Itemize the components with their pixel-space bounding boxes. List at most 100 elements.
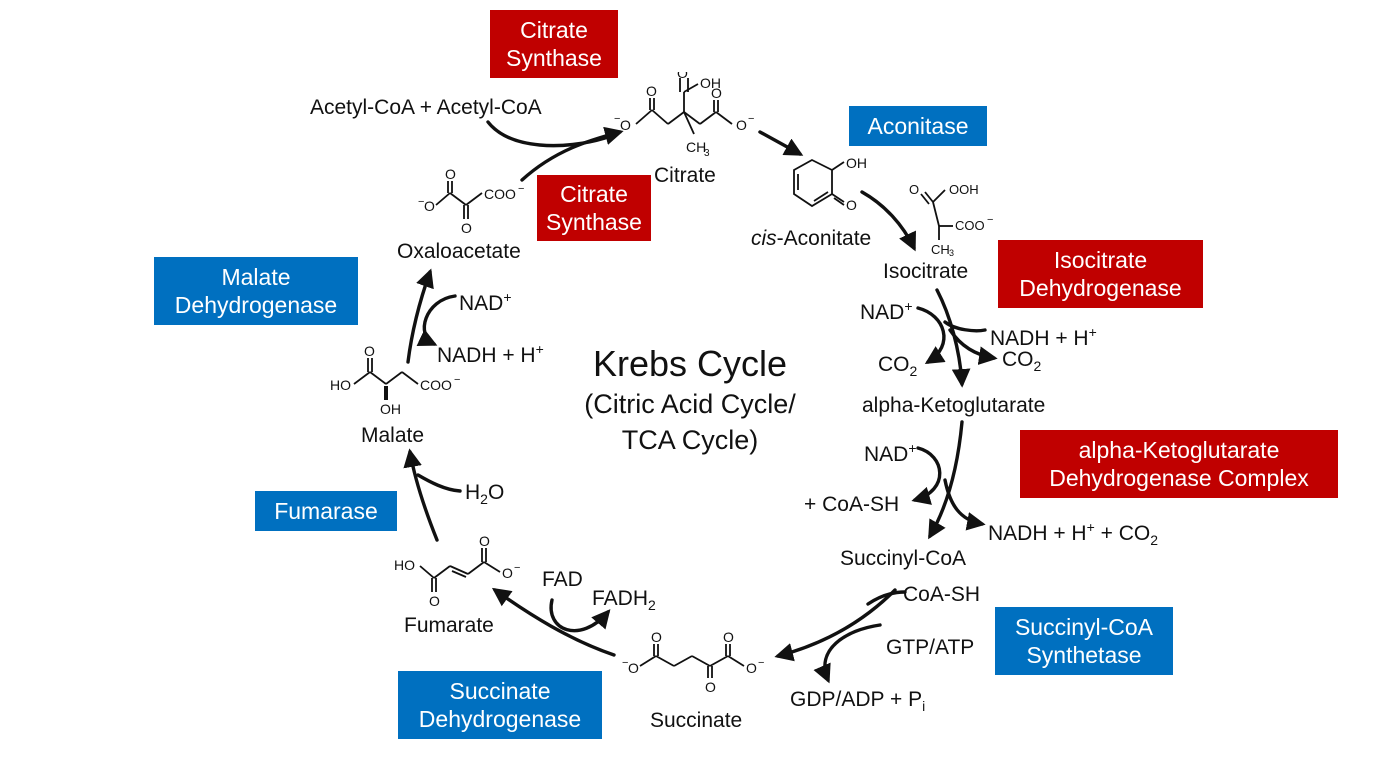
page-title: Krebs Cycle (Citric Acid Cycle/ TCA Cycl… xyxy=(540,342,840,458)
label-fumarate: Fumarate xyxy=(404,614,494,637)
enzyme-label-line1: Succinate xyxy=(449,678,551,704)
arrow-akg-nadh xyxy=(943,478,986,531)
label-nadh-akg: NADH + H+ + CO2 xyxy=(988,515,1158,552)
fumarate-structure: HO O O O − xyxy=(394,534,520,609)
o-mid-text: O xyxy=(705,679,716,695)
arrow-isocitrate-nad-co2 xyxy=(916,306,946,364)
enzyme-akg-dehydrogenase-complex: alpha-Ketoglutarate Dehydrogenase Comple… xyxy=(1020,430,1338,498)
neg-left: − xyxy=(418,196,424,208)
coo-text: COO xyxy=(420,377,452,393)
arrow-akg-nad-coash xyxy=(911,446,942,505)
enzyme-label-line2: Synthase xyxy=(506,45,602,71)
arrow-cis-aconitate-to-isocitrate xyxy=(860,190,916,252)
label-nadh-isocitrate: NADH + H+ xyxy=(990,320,1097,351)
enzyme-succinyl-coa-synthetase: Succinyl-CoA Synthetase xyxy=(995,607,1173,675)
fadh-text: FADH xyxy=(592,587,649,610)
nadh-text: NADH + H xyxy=(988,522,1087,545)
enzyme-succinate-dehydrogenase: Succinate Dehydrogenase xyxy=(398,671,602,739)
label-succinate: Succinate xyxy=(650,709,743,732)
o-right-text: O xyxy=(736,117,747,133)
plus-sup: + xyxy=(535,341,544,357)
label-coash-akg: + CoA-SH xyxy=(804,493,900,516)
neg-text: − xyxy=(514,562,520,574)
coo-text: COO xyxy=(484,186,516,202)
neg-text: − xyxy=(987,214,993,226)
enzyme-label-line1: Citrate xyxy=(520,17,588,43)
label-gtp-atp: GTP/ATP xyxy=(886,636,975,659)
enzyme-label-line1: alpha-Ketoglutarate xyxy=(1078,437,1280,463)
neg-left: − xyxy=(622,657,628,669)
co2-text: + CO xyxy=(1094,522,1151,545)
enzyme-aconitase: Aconitase xyxy=(849,106,987,146)
nad-text: NAD xyxy=(459,292,504,315)
enzyme-fumarase: Fumarase xyxy=(255,491,397,531)
label-alpha-ketoglutarate: alpha-Ketoglutarate xyxy=(862,394,1046,417)
label-co2-right: CO2 xyxy=(1002,348,1041,378)
enzyme-label-line2: Dehydrogenase xyxy=(174,292,338,318)
arrow-malate-to-oxaloacetate xyxy=(406,268,434,364)
label-citrate: Citrate xyxy=(654,164,716,187)
label-nad-isocitrate: NAD+ xyxy=(860,294,913,325)
neg-right: − xyxy=(748,113,754,125)
oh-text: OH xyxy=(846,155,867,171)
enzyme-citrate-synthase-mid: Citrate Synthase xyxy=(537,175,651,241)
o-text: O xyxy=(364,343,375,359)
enzyme-label-line2: Dehydrogenase Complex xyxy=(1049,465,1309,491)
enzyme-label-line1: Isocitrate xyxy=(1053,247,1148,273)
ooh-text: OOH xyxy=(949,182,979,197)
o-left-text: O xyxy=(620,117,631,133)
label-oxaloacetate: Oxaloacetate xyxy=(397,240,521,263)
o-text: O xyxy=(711,85,722,101)
o-bottom-text: O xyxy=(461,220,472,236)
o-left-text: O xyxy=(628,660,639,676)
title-sub-line2: TCA Cycle) xyxy=(621,425,759,455)
label-coash-succinyl: CoA-SH xyxy=(903,583,981,606)
arrow-akg-to-succinyl-coa xyxy=(928,420,964,540)
nadh-text: NADH + H xyxy=(437,344,536,367)
sub-2: 2 xyxy=(480,491,488,508)
neg-right: − xyxy=(758,657,764,669)
cis-aconitate-structure: OH O xyxy=(793,155,867,213)
o-text: O xyxy=(909,182,919,197)
citrate-structure: O − OH O O O O − CH 3 xyxy=(614,72,754,159)
label-fadh2: FADH2 xyxy=(592,587,656,617)
label-nadh-malate: NADH + H+ xyxy=(437,337,544,368)
arrow-fad-fadh2 xyxy=(549,598,611,633)
arrow-succinate-to-fumarate xyxy=(491,587,616,657)
plus-sup: + xyxy=(904,298,913,314)
o-top-text: O xyxy=(445,166,456,182)
o-text: O xyxy=(846,197,857,213)
label-nad-malate: NAD+ xyxy=(459,285,512,316)
sub-2: 2 xyxy=(909,363,918,380)
o-left-text: O xyxy=(424,198,435,214)
enzyme-citrate-synthase-top: Citrate Synthase xyxy=(490,10,618,78)
arrow-gtp-atp xyxy=(813,623,882,684)
sub-2: 2 xyxy=(648,597,656,614)
o-top-text: O xyxy=(651,629,662,645)
ho-text: HO xyxy=(394,557,415,573)
succinate-structure: − O O O O O − xyxy=(622,629,764,695)
label-isocitrate: Isocitrate xyxy=(883,260,969,283)
enzyme-label-line1: Citrate xyxy=(560,181,628,207)
aconitate-name: -Aconitate xyxy=(776,227,872,250)
label-fad: FAD xyxy=(542,568,583,591)
o-right-text: O xyxy=(502,565,513,581)
o-text: O xyxy=(677,72,688,81)
malate-structure: HO O COO − OH xyxy=(330,343,460,417)
label-water: H2O xyxy=(465,481,504,511)
plus-sup: + xyxy=(503,289,512,305)
nad-text: NAD xyxy=(864,443,909,466)
enzyme-label-line2: Synthetase xyxy=(1026,642,1142,668)
neg-right: − xyxy=(518,183,524,195)
o-top-text: O xyxy=(723,629,734,645)
title-main: Krebs Cycle xyxy=(592,343,788,384)
label-malate: Malate xyxy=(361,424,425,447)
co-text: CO xyxy=(878,353,910,376)
ch-sub: 3 xyxy=(949,248,954,256)
enzyme-label-line1: Malate xyxy=(221,264,291,290)
label-gdp-adp: GDP/ADP + Pi xyxy=(790,688,925,718)
oh-text: OH xyxy=(380,401,401,417)
isocitrate-structure: O OOH COO − CH 3 xyxy=(909,182,993,256)
enzyme-label-line2: Synthase xyxy=(546,209,642,235)
